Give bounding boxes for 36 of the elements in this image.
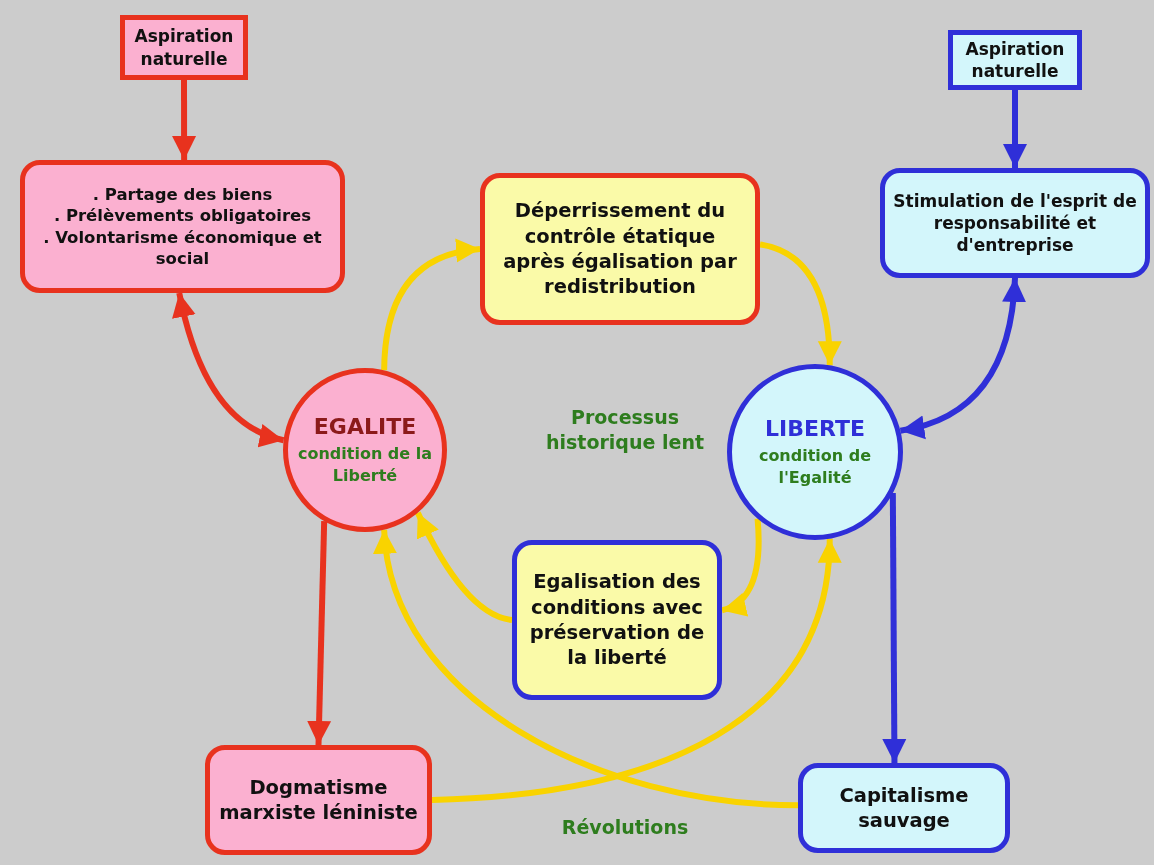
annotation-text: Processus historique lent <box>545 405 705 455</box>
annotation-text: Révolutions <box>560 815 690 840</box>
process-box <box>20 160 345 293</box>
process-box <box>798 763 1010 853</box>
box-text: Déperrissement du contrôle étatique après égalisation par redistribution <box>502 198 738 300</box>
circle-title: LIBERTE <box>765 415 865 441</box>
arrow <box>721 518 762 615</box>
process-box <box>880 168 1150 278</box>
arrow <box>431 538 840 803</box>
arrow <box>172 80 197 160</box>
arrow <box>172 292 285 446</box>
process-box <box>120 15 248 80</box>
box-text: . Volontarisme économique et social <box>42 226 323 270</box>
arrow <box>899 277 1026 438</box>
box-text: Aspiration naturelle <box>964 37 1066 83</box>
process-box <box>480 173 760 325</box>
box-text: Stimulation de l'esprit de responsabilité et d'entreprise <box>893 189 1137 257</box>
process-box <box>512 540 722 700</box>
circle-subtitle: condition de l'Egalité <box>757 444 873 489</box>
arrow <box>415 511 513 623</box>
arrow <box>381 239 481 371</box>
box-text: Egalisation des conditions avec préservation de la liberté <box>528 569 706 671</box>
box-text: Aspiration naturelle <box>133 25 235 70</box>
circle-subtitle: condition de la Liberté <box>296 442 433 487</box>
process-box <box>948 30 1082 90</box>
arrow <box>375 529 799 809</box>
arrow <box>759 241 842 366</box>
process-box <box>205 745 432 855</box>
arrow <box>307 521 332 746</box>
box-text: . Prélèvements obligatoires <box>53 205 312 227</box>
box-text: Dogmatisme marxiste léniniste <box>218 774 419 826</box>
box-text: Capitalisme sauvage <box>838 782 970 834</box>
arrow <box>1003 90 1027 168</box>
arrow <box>882 493 907 763</box>
circle-title: EGALITE <box>313 413 417 439</box>
box-text: . Partage des biens <box>92 183 273 206</box>
